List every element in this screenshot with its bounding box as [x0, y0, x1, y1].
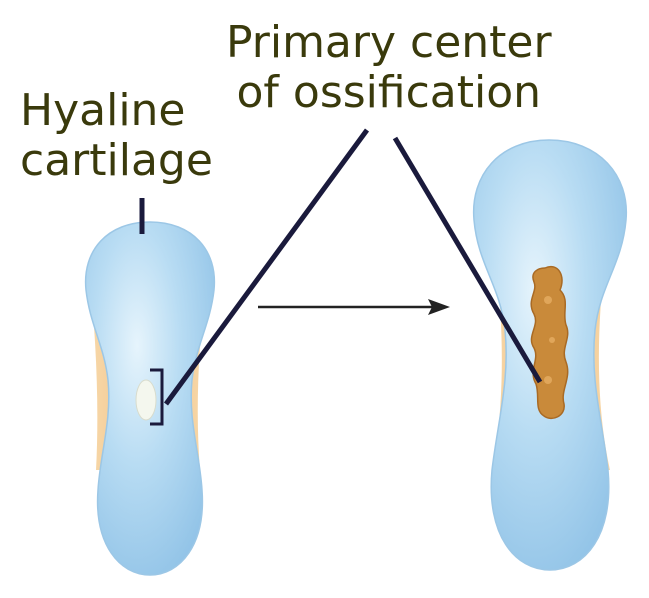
- label-line: Primary center: [226, 17, 552, 68]
- hyaline-cartilage-label: Hyaline cartilage: [20, 86, 213, 186]
- primary-center-leader-left: [163, 128, 370, 406]
- ossification-speckle: [544, 376, 552, 384]
- primary-center-bracket: [150, 368, 164, 426]
- primary-center-small: [135, 379, 157, 421]
- ossification-speckle: [549, 337, 555, 343]
- developing-bone-right: [472, 139, 628, 571]
- primary-center-leader-right: [392, 136, 543, 384]
- cartilage-model-left: [84, 221, 216, 576]
- primary-center-label: Primary center of ossification: [226, 18, 552, 118]
- process-arrow: [258, 299, 450, 315]
- ossification-speckle: [544, 296, 552, 304]
- label-line: Hyaline: [20, 85, 186, 136]
- label-line: of ossification: [236, 67, 542, 118]
- label-line: cartilage: [20, 135, 213, 186]
